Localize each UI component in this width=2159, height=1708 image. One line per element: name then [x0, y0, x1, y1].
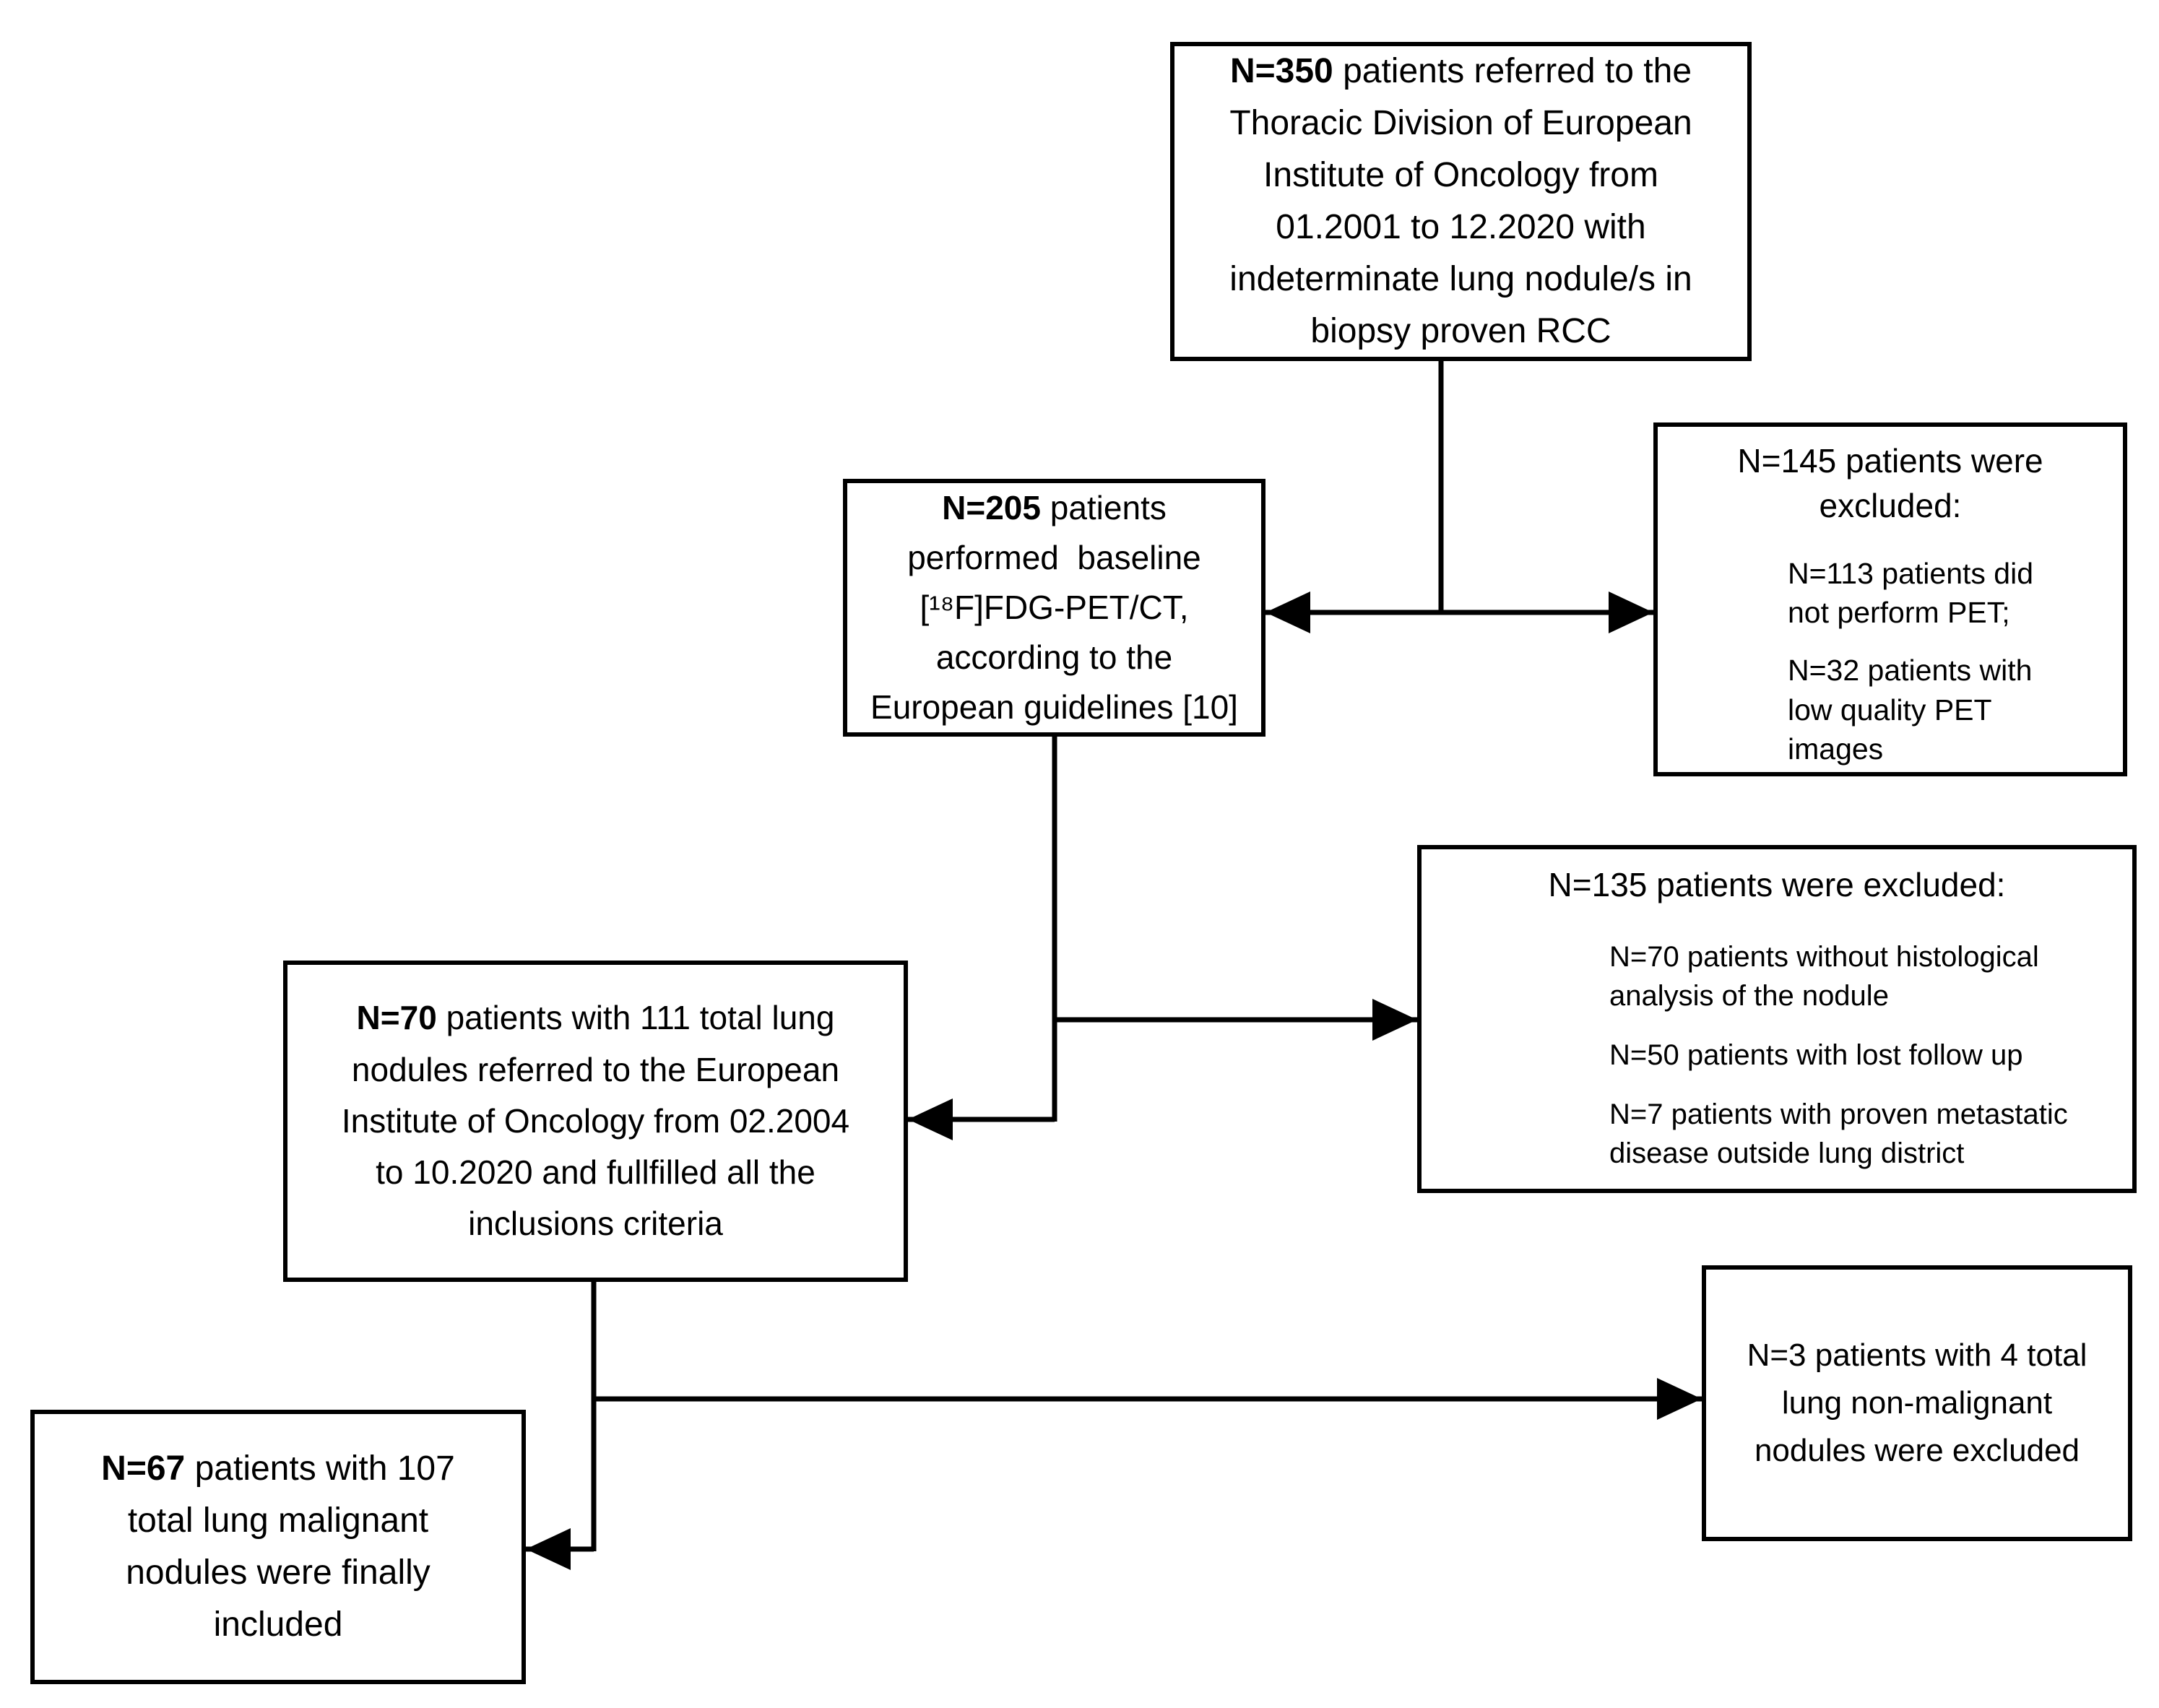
excluded-135-item: N=70 patients without histological analy…	[1609, 940, 2039, 1012]
arrowhead-into-final-67-box	[526, 1528, 571, 1570]
included-count: N=70	[356, 999, 437, 1037]
referred-description: patients referred to the Thoracic Divisi…	[1229, 52, 1692, 350]
box-finally-included: N=67 patients with 107 total lung malign…	[30, 1410, 526, 1684]
box-included-patients: N=70 patients with 111 total lung nodule…	[283, 961, 908, 1282]
referred-count: N=350	[1229, 52, 1333, 90]
box-referred-patients: N=350 patients referred to the Thoracic …	[1170, 42, 1752, 361]
box-excluded-nonmalignant: N=3 patients with 4 total lung non-malig…	[1702, 1265, 2132, 1541]
box-included-patients-text: N=70 patients with 111 total lung nodule…	[342, 992, 849, 1249]
box-finally-included-text: N=67 patients with 107 total lung malign…	[101, 1443, 455, 1651]
excluded-135-item: N=50 patients with lost follow up	[1609, 1039, 2023, 1071]
excluded-135-item: N=7 patients with proven metastatic dise…	[1609, 1098, 2068, 1169]
box-excluded-nonmalignant-text: N=3 patients with 4 total lung non-malig…	[1747, 1338, 2087, 1468]
final-description: patients with 107 total lung malignant n…	[126, 1449, 455, 1644]
box-excluded-145: N=145 patients were excluded: N=113 pati…	[1653, 422, 2127, 776]
excluded-145-item: N=32 patients with low quality PET image…	[1788, 654, 2033, 766]
final-count: N=67	[101, 1449, 186, 1488]
pet-count: N=205	[942, 489, 1041, 526]
arrowhead-into-pet-box	[1265, 591, 1310, 633]
excluded-145-heading: N=145 patients were excluded:	[1737, 442, 2043, 525]
box-pet-performed: N=205 patients performed baseline [¹⁸F]F…	[843, 479, 1265, 737]
arrowhead-into-excluded-145-box	[1609, 591, 1653, 633]
box-referred-patients-text: N=350 patients referred to the Thoracic …	[1229, 45, 1692, 357]
arrowhead-into-included-70-box	[908, 1098, 953, 1140]
included-description: patients with 111 total lung nodules ref…	[341, 999, 850, 1243]
excluded-145-item: N=113 patients did not perform PET;	[1788, 557, 2034, 630]
arrowhead-into-excluded-3-box	[1657, 1378, 1702, 1420]
box-pet-performed-text: N=205 patients performed baseline [¹⁸F]F…	[870, 483, 1238, 732]
excluded-135-heading: N=135 patients were excluded:	[1548, 866, 2006, 903]
pet-description: patients performed baseline [¹⁸F]FDG-PET…	[870, 489, 1238, 726]
arrowhead-into-excluded-135-box	[1372, 999, 1417, 1041]
box-excluded-135: N=135 patients were excluded: N=70 patie…	[1417, 845, 2137, 1193]
